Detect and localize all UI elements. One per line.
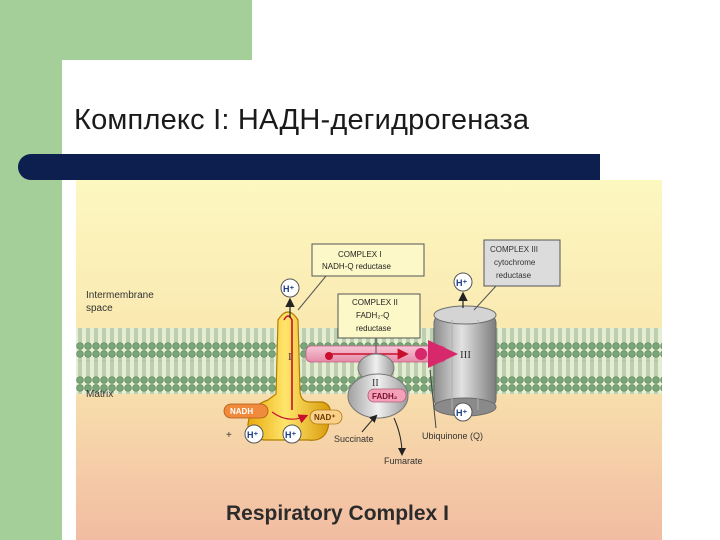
callout-2-line-1: COMPLEX II [352, 298, 398, 307]
callout-3-line-1: COMPLEX III [490, 245, 538, 254]
respiratory-complex-diagram: Intermembrane space Matrix III [76, 180, 662, 540]
succinate-label: Succinate [334, 434, 374, 444]
complex-1: I [247, 311, 333, 441]
green-side-band [0, 0, 62, 540]
h-plus-bottom-mid: H⁺ [282, 424, 302, 444]
h-plus-top-right: H⁺ [453, 272, 473, 308]
h-plus-bottom-left-text: H⁺ [247, 430, 258, 440]
nadh-to-nad-arrow [271, 411, 309, 424]
fadh2-label: FADH₂ [372, 392, 398, 401]
ubiquinone-label: Ubiquinone (Q) [422, 431, 483, 441]
callout-complex-3: COMPLEX III cytochrome reductase [473, 239, 561, 311]
h-plus-bottom-right: H⁺ [453, 402, 473, 422]
complex-3-roman: III [460, 349, 471, 361]
h-plus-bottom-right-text: H⁺ [456, 408, 467, 418]
slide-title: Комплекс I: НАДН-дегидрогеназа [74, 104, 530, 136]
diagram-svg: Intermembrane space Matrix III [76, 180, 662, 540]
plus-sign: + [226, 430, 232, 441]
callout-2-line-2: FADH₂-Q [356, 311, 389, 320]
complex-2-roman: II [372, 378, 379, 389]
h-plus-top-right-text: H⁺ [456, 278, 467, 288]
callout-complex-2-text: COMPLEX II FADH₂-Q reductase [352, 298, 400, 333]
callout-complex-1: COMPLEX I NADH-Q reductase [297, 243, 425, 311]
matrix-label: Matrix [86, 389, 113, 400]
intermembrane-line-2: space [86, 303, 113, 314]
callout-complex-2: COMPLEX II FADH₂-Q reductase [337, 293, 421, 354]
nad-badge: NAD⁺ [309, 409, 343, 425]
ubiquinone-pointer [429, 369, 437, 429]
callout-complex-3-text: COMPLEX III cytochrome reductase [490, 245, 540, 280]
title-underline-bar [18, 154, 600, 180]
succinate-arrow [361, 414, 378, 433]
callout-3-line-3: reductase [496, 271, 532, 280]
callout-complex-1-text: COMPLEX I NADH-Q reductase [322, 250, 391, 271]
nadh-badge: NADH [223, 403, 269, 419]
intermembrane-space-label: Intermembrane space [86, 290, 157, 314]
callout-2-line-3: reductase [356, 324, 392, 333]
complex-2: II FADH₂ [347, 353, 409, 419]
nadh-label: NADH [230, 407, 253, 416]
diagram-caption: Respiratory Complex I [226, 502, 449, 525]
fumarate-label: Fumarate [384, 456, 423, 466]
fumarate-arrow [393, 417, 406, 456]
h-plus-top-left: H⁺ [280, 278, 300, 318]
intermembrane-line-1: Intermembrane [86, 290, 154, 301]
h-plus-top-left-text: H⁺ [283, 284, 294, 294]
callout-1-line-1: COMPLEX I [338, 250, 382, 259]
h-plus-bottom-left: + H⁺ [226, 424, 264, 444]
nad-label: NAD⁺ [314, 413, 336, 422]
callout-1-line-2: NADH-Q reductase [322, 262, 391, 271]
complex-1-roman: I [288, 351, 292, 363]
h-plus-bottom-mid-text: H⁺ [285, 430, 296, 440]
callout-3-line-2: cytochrome [494, 258, 536, 267]
green-top-band [0, 0, 252, 60]
